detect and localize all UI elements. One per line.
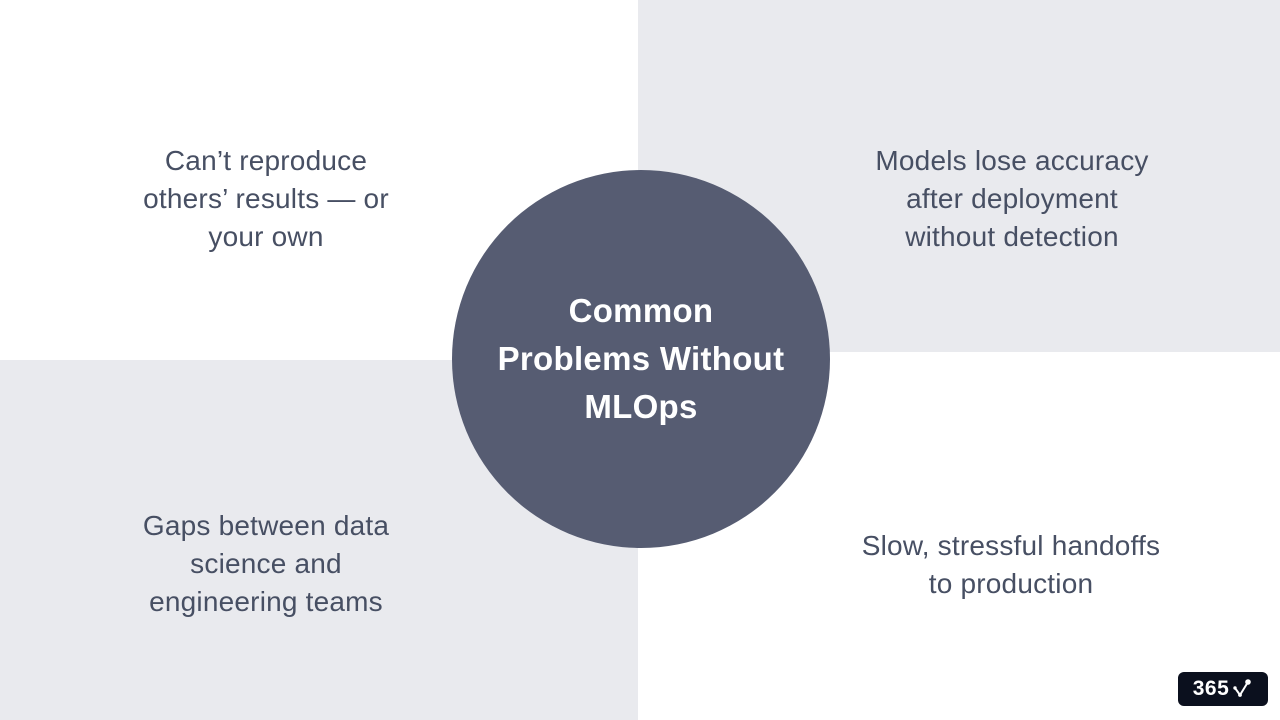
quadrant-text-line: Models lose accuracy bbox=[875, 145, 1149, 176]
brand-logo-badge: 365 bbox=[1178, 672, 1268, 706]
checkmark-trend-icon bbox=[1233, 679, 1252, 697]
center-circle: Common Problems Without MLOps bbox=[452, 170, 830, 548]
quadrant-text-bottom-right: Slow, stressful handoffs to production bbox=[811, 527, 1211, 603]
brand-logo-text: 365 bbox=[1192, 677, 1230, 700]
quadrant-text-line: Slow, stressful handoffs bbox=[861, 530, 1161, 561]
quadrant-text-line: others’ results — or bbox=[143, 183, 389, 214]
quadrant-text-top-left: Can’t reproduce others’ results — or you… bbox=[96, 142, 436, 256]
quadrant-text-top-right: Models lose accuracy after deployment wi… bbox=[822, 142, 1202, 256]
quadrant-text-line: Gaps between data bbox=[142, 510, 390, 541]
quadrant-text-line: Can’t reproduce bbox=[164, 145, 368, 176]
quadrant-text-line: your own bbox=[208, 221, 324, 252]
slide-title-line: Problems Without bbox=[497, 340, 785, 377]
quadrant-text-line: after deployment bbox=[906, 183, 1118, 214]
slide-title: Common Problems Without MLOps bbox=[498, 287, 785, 431]
quadrant-text-line: without detection bbox=[905, 221, 1119, 252]
slide-title-line: Common bbox=[568, 292, 714, 329]
slide-title-line: MLOps bbox=[584, 388, 698, 425]
quadrant-text-line: to production bbox=[928, 568, 1094, 599]
quadrant-text-bottom-left: Gaps between data science and engineerin… bbox=[96, 507, 436, 621]
quadrant-text-line: engineering teams bbox=[149, 586, 383, 617]
quadrant-text-line: science and bbox=[190, 548, 342, 579]
